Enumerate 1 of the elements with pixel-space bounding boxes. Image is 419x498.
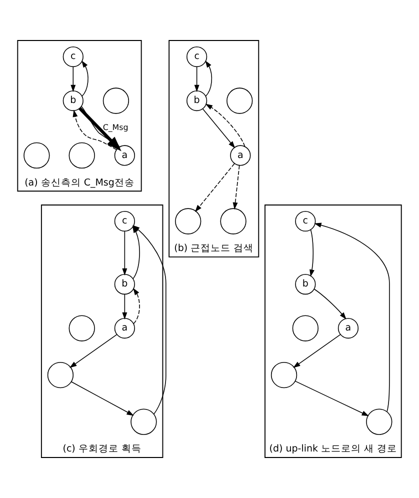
edge-label: C_Msg xyxy=(102,123,128,132)
